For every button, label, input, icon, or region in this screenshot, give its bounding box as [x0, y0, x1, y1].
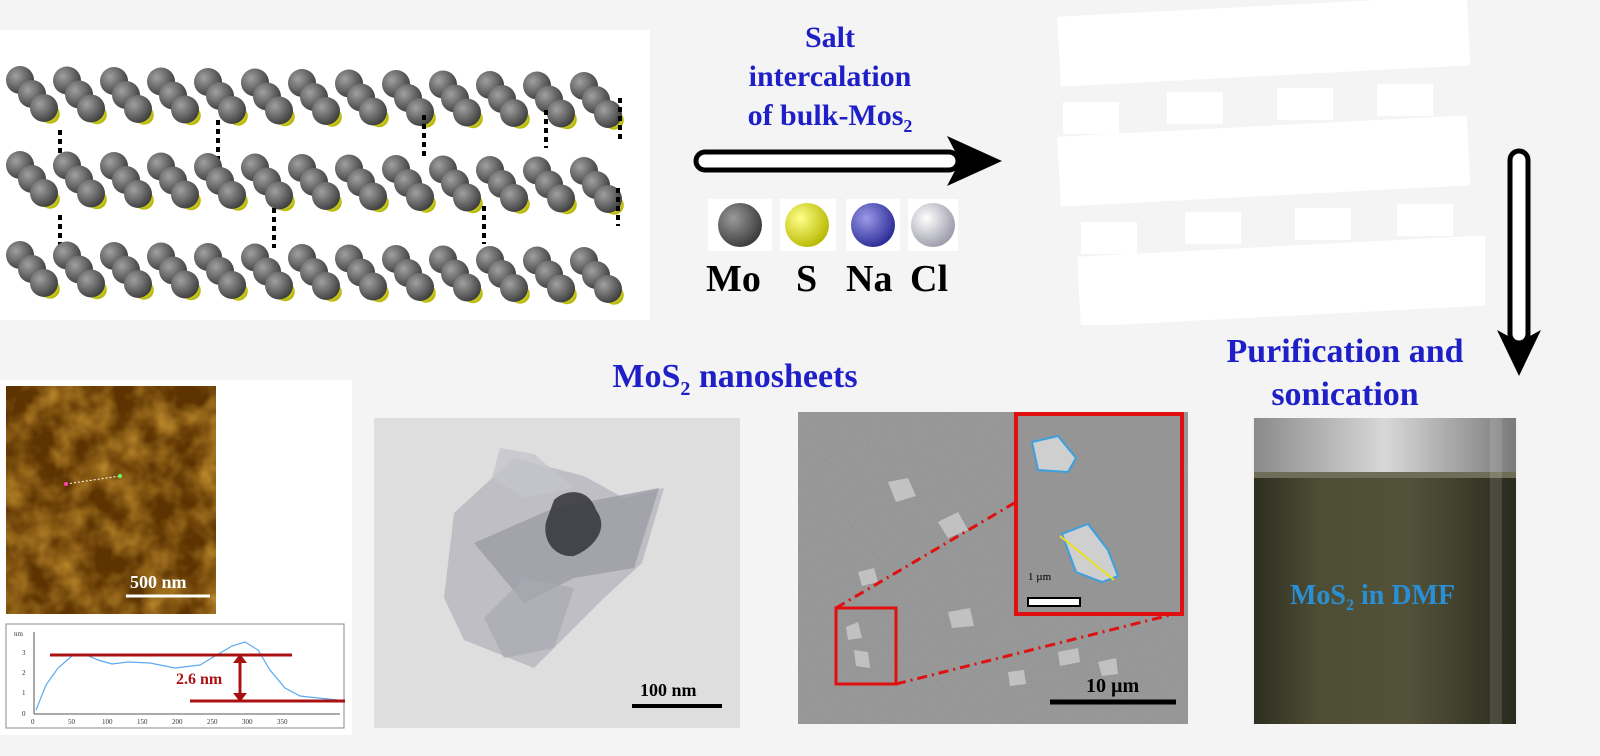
intercalated-structure: [1055, 0, 1491, 327]
step2-line1: Purification and: [1226, 333, 1464, 370]
tem-svg: 100 nm: [374, 418, 740, 728]
svg-text:150: 150: [137, 718, 148, 726]
molybdenum-atom: [406, 183, 434, 211]
molybdenum-atom: [594, 185, 622, 213]
molybdenum-atom: [171, 270, 199, 299]
step1-label: Salt intercalation of bulk-Mos2: [710, 18, 950, 146]
molybdenum-atom: [453, 183, 481, 212]
legend-cl: Cl: [910, 258, 948, 300]
molybdenum-atom: [594, 100, 622, 128]
molybdenum-atom: [171, 180, 199, 209]
right-arrow-icon: [693, 136, 1002, 186]
molybdenum-atom: [312, 97, 340, 125]
molybdenum-atom: [30, 269, 58, 297]
vial-svg: MoS2 in DMF: [1252, 418, 1518, 724]
svg-text:0: 0: [22, 710, 26, 718]
svg-text:250: 250: [207, 718, 218, 726]
step1-line2: intercalation: [748, 60, 912, 93]
molybdenum-atom: [594, 275, 622, 303]
legend-spheres: [708, 199, 958, 251]
svg-text:1: 1: [22, 689, 26, 697]
molybdenum-atom: [547, 274, 575, 303]
molybdenum-atom: [453, 98, 481, 127]
nanosheets-title: MoS2 nanosheets: [612, 358, 858, 400]
down-arrow-icon: [1497, 148, 1541, 376]
bulk-layers-svg: [6, 66, 624, 305]
intercalated-layers-svg: [1057, 0, 1491, 327]
molybdenum-atom: [265, 181, 293, 210]
molybdenum-atom: [218, 271, 246, 299]
svg-text:2: 2: [22, 669, 26, 677]
molybdenum-atom: [312, 272, 340, 300]
molybdenum-atom: [500, 274, 528, 302]
molybdenum-atom: [547, 184, 575, 213]
legend-s: S: [796, 258, 818, 300]
step2-label: Purification and sonication: [1200, 330, 1490, 416]
vial-panel: MoS2 in DMF: [1252, 418, 1518, 724]
afm-panel: 500 nm nm 3 2 1 0 0 50 100 150 200 250 3…: [0, 380, 352, 735]
step2-line2: sonication: [1271, 376, 1419, 413]
molybdenum-atom: [265, 271, 293, 300]
sem-inset-scale-label: 1 µm: [1028, 571, 1052, 583]
molybdenum-atom: [500, 99, 528, 127]
molybdenum-atom: [453, 273, 481, 302]
afm-height-label: 2.6 nm: [176, 671, 223, 688]
molybdenum-atom: [547, 99, 575, 128]
molybdenum-atom: [359, 182, 387, 211]
molybdenum-atom: [265, 96, 293, 125]
molybdenum-atom: [312, 182, 340, 210]
molybdenum-atom: [77, 269, 105, 298]
vial-label: MoS2 in DMF: [1290, 580, 1455, 614]
tem-panel: 100 nm: [374, 418, 740, 728]
molybdenum-atom: [218, 181, 246, 209]
s-sphere-icon: [785, 203, 829, 247]
sem-panel: 1 µm 10 µm: [798, 412, 1188, 724]
sem-scale-label: 10 µm: [1086, 675, 1140, 697]
molybdenum-atom: [500, 184, 528, 212]
svg-text:300: 300: [242, 718, 253, 726]
molybdenum-atom: [30, 179, 58, 207]
na-sphere-icon: [851, 203, 895, 247]
svg-text:350: 350: [277, 718, 288, 726]
cl-sphere-icon: [911, 203, 955, 247]
molybdenum-atom: [124, 180, 152, 208]
step1-line3: of bulk-Mos2: [747, 99, 913, 136]
molybdenum-atom: [77, 179, 105, 208]
molybdenum-atom: [359, 272, 387, 301]
molybdenum-atom: [406, 273, 434, 301]
svg-text:0: 0: [31, 718, 35, 726]
molybdenum-atom: [124, 95, 152, 123]
molybdenum-atom: [30, 94, 58, 122]
molybdenum-atom: [359, 97, 387, 126]
molybdenum-atom: [406, 98, 434, 126]
svg-text:3: 3: [22, 649, 26, 657]
svg-text:50: 50: [68, 718, 76, 726]
legend-na: Na: [846, 258, 893, 300]
step1-line1: Salt: [804, 21, 855, 54]
afm-svg: 500 nm nm 3 2 1 0 0 50 100 150 200 250 3…: [5, 386, 345, 729]
bulk-mos2-structure: [0, 30, 650, 320]
legend-mo: Mo: [706, 258, 761, 300]
molybdenum-atom: [218, 96, 246, 124]
sem-svg: 1 µm 10 µm: [798, 412, 1188, 724]
tem-scale-label: 100 nm: [640, 680, 697, 700]
molybdenum-atom: [124, 270, 152, 298]
svg-text:200: 200: [172, 718, 183, 726]
molybdenum-atom: [171, 95, 199, 124]
mo-sphere-icon: [718, 203, 762, 247]
afm-scale-label: 500 nm: [130, 572, 187, 592]
atom-legend: Mo S Na Cl: [700, 195, 970, 305]
svg-text:100: 100: [102, 718, 113, 726]
molybdenum-atom: [77, 94, 105, 123]
svg-text:nm: nm: [14, 630, 24, 638]
